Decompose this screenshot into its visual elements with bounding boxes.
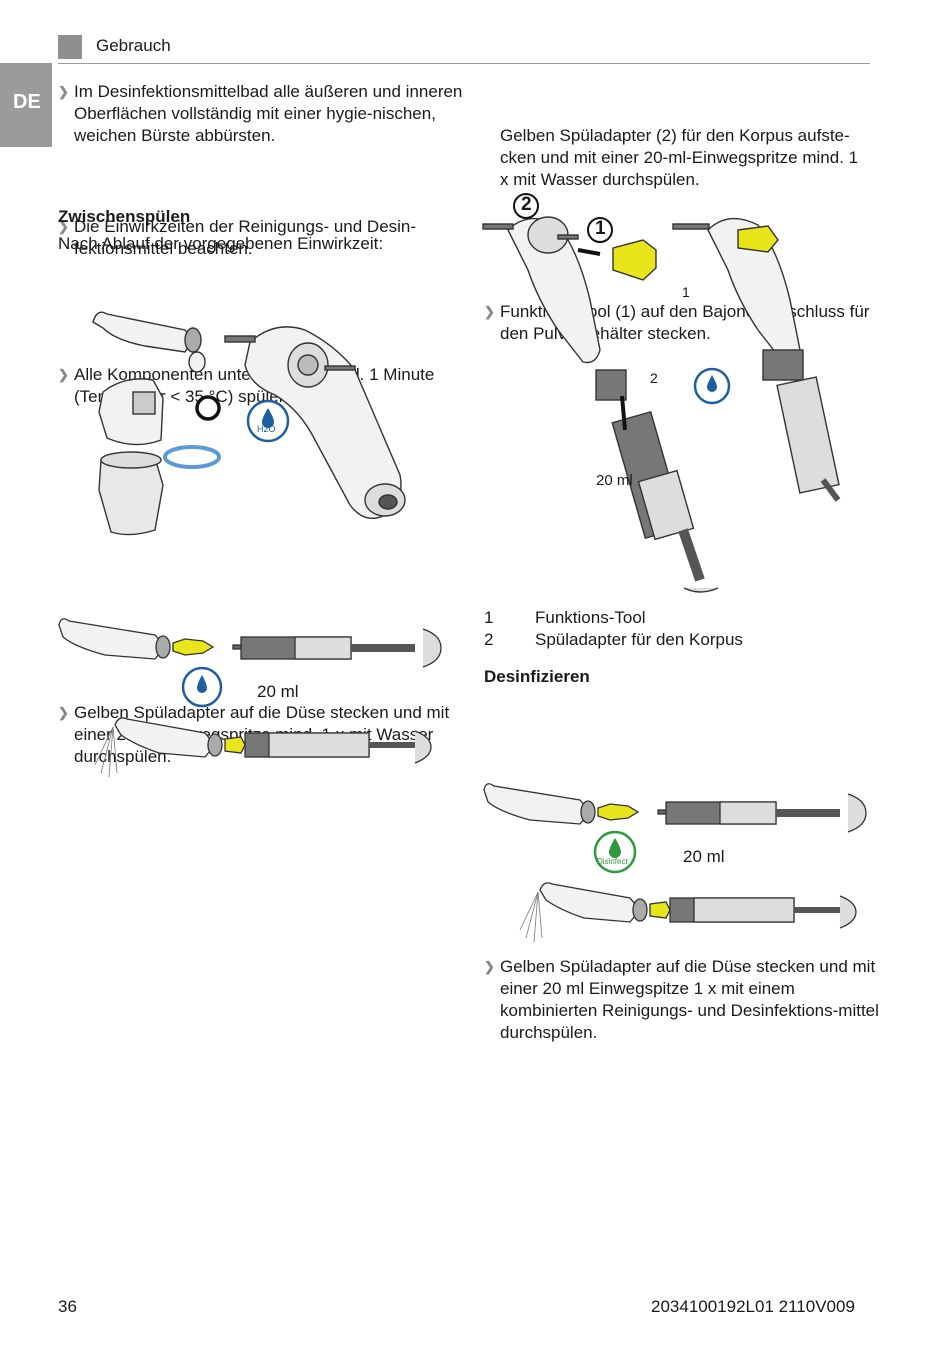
bullet-brush: ❯ Im Desinfektionsmittelbad alle äußeren…: [58, 82, 463, 145]
volume-label: 20 ml: [596, 472, 633, 489]
handpiece-figure: [482, 193, 841, 593]
intro-text: Nach Ablauf der vorgegebenen Einwirkzeit…: [58, 234, 384, 253]
legend-num-1: 1: [484, 608, 494, 627]
user-icon: [58, 35, 82, 59]
language-tab: DE: [0, 63, 52, 147]
page-number: 36: [58, 1297, 77, 1316]
disinfect-syringe-figure: [483, 783, 867, 943]
section-title: Gebrauch: [96, 36, 171, 55]
callout-2-badge: 2: [521, 194, 532, 215]
chevron-icon: ❯: [58, 84, 69, 99]
chevron-icon: ❯: [58, 219, 69, 234]
water-icon-label: H2O: [257, 424, 276, 434]
chevron-icon: ❯: [484, 959, 495, 974]
header-divider: [58, 63, 870, 64]
document-id: 2034100192L01 2110V009: [651, 1297, 855, 1316]
legend-num-2: 2: [484, 630, 494, 649]
chevron-icon: ❯: [58, 367, 69, 382]
heading-rinse: Zwischenspülen: [58, 207, 191, 226]
callout-2-label: 2: [650, 370, 658, 386]
language-label: DE: [13, 91, 41, 113]
chevron-icon: ❯: [484, 304, 495, 319]
callout-1-label: 1: [682, 284, 690, 300]
callout-1-badge: 1: [595, 218, 606, 239]
bullet-exposure: ❯ Die Einwirkzeiten der Reinigungs- und …: [58, 217, 417, 258]
components-figure: [92, 311, 406, 536]
volume-label: 20 ml: [257, 682, 299, 701]
legend-label-1: Funktions-Tool: [535, 608, 646, 627]
chevron-icon: ❯: [58, 705, 69, 720]
volume-label: 20 ml: [683, 847, 725, 866]
bullet-disinfect: ❯ Gelben Spüladapter auf die Düse stecke…: [484, 957, 879, 1042]
heading-disinfect: Desinfizieren: [484, 667, 590, 686]
disinfect-icon-label: Disinfect: [597, 857, 628, 866]
adapter-instruction: Gelben Spüladapter (2) für den Korpus au…: [500, 126, 859, 189]
nozzle-syringe-figure: [58, 618, 442, 778]
legend-label-2: Spüladapter für den Korpus: [535, 630, 743, 649]
